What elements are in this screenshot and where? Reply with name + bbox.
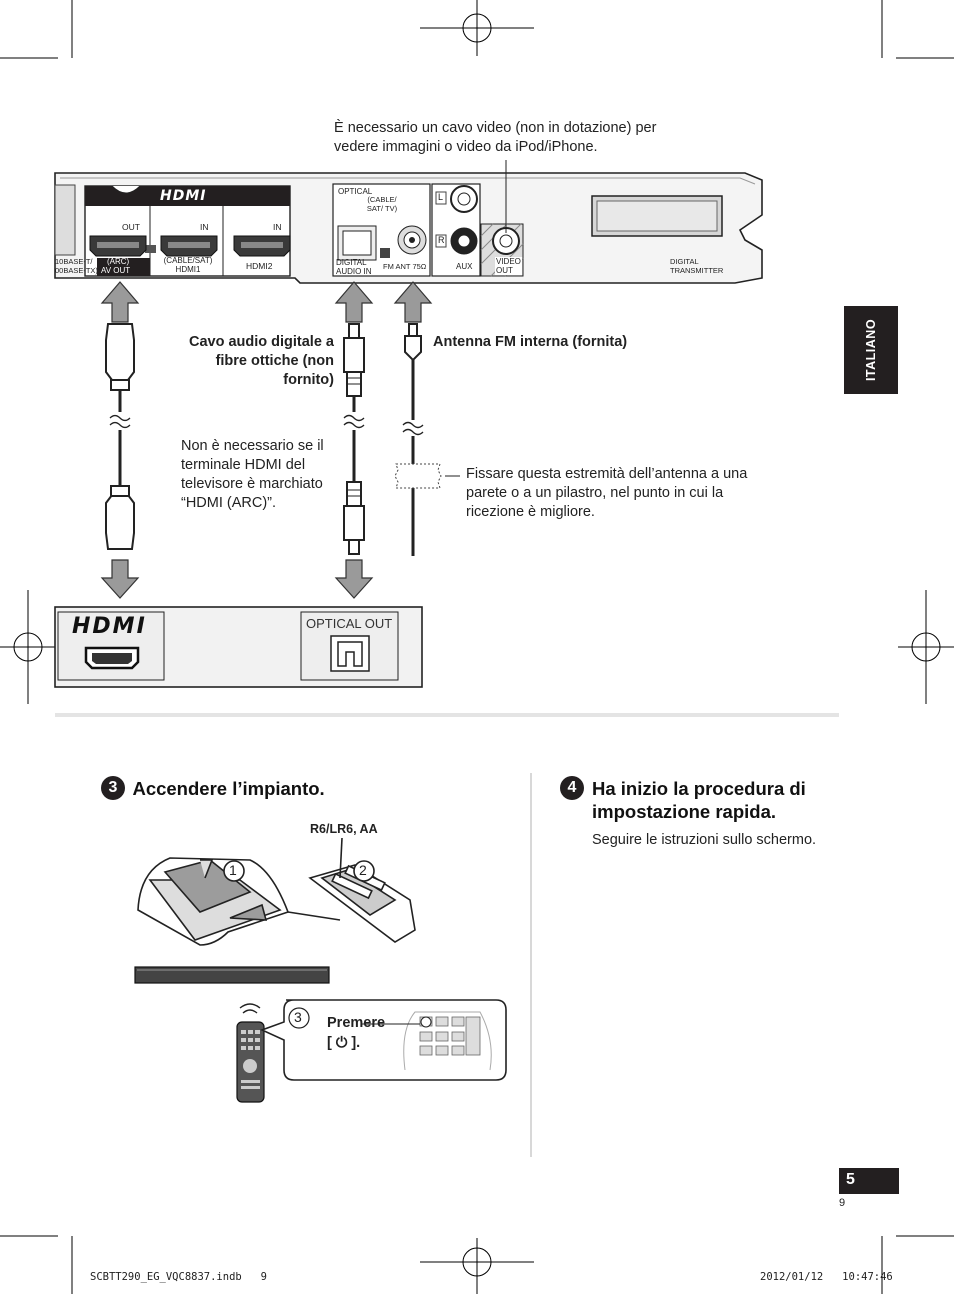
tv-hdmi-logo: HDMI — [72, 614, 147, 639]
antenna-fix-note: Fissare questa estremità dell’antenna a … — [466, 466, 748, 520]
circle-step-2: 2 — [359, 862, 367, 878]
arc-label: (ARC) AV OUT — [101, 257, 130, 275]
arc-line2: AV OUT — [101, 266, 131, 275]
video-out-line1: VIDEO — [496, 257, 521, 266]
hdmi-in1-label: IN — [200, 222, 209, 232]
aux-label: AUX — [456, 262, 473, 271]
cable-sat-label: (CABLE/SAT) HDMI1 — [160, 256, 216, 274]
digital-audio-in-label: DIGITAL AUDIO IN — [336, 258, 372, 276]
circle-step-1: 1 — [229, 862, 237, 878]
lan-line1: 10BASE-T/ — [55, 257, 93, 266]
digital-audio-in-line2: AUDIO IN — [336, 266, 372, 276]
page-number: 5 — [846, 1171, 855, 1188]
battery-label: R6/LR6, AA — [310, 822, 378, 836]
step3-number: 3 — [101, 776, 125, 800]
fm-ant-label: FM ANT 75Ω — [383, 262, 427, 271]
footer-datetime: 2012/01/12 10:47:46 — [760, 1271, 893, 1283]
optical-label: OPTICAL — [338, 187, 373, 196]
hdmi-out-label: OUT — [122, 222, 140, 232]
footer-file: SCBTT290_EG_VQC8837.indb 9 — [90, 1271, 268, 1283]
fm-antenna-note: Antenna FM interna (fornita) — [433, 334, 628, 350]
video-out-label: VIDEO OUT — [495, 257, 522, 275]
step4-title: Ha inizio la procedura di impostazione r… — [592, 778, 806, 822]
page-sub-number: 9 — [839, 1197, 846, 1209]
optical-cable-note: Cavo audio digitale a fibre ottiche (non… — [188, 334, 334, 388]
step4-number: 4 — [560, 776, 584, 800]
step3-heading: 3 Accendere l’impianto. — [101, 776, 325, 800]
arc-line1: (ARC) — [107, 257, 130, 266]
hdmi-arc-note: Non è necessario se il terminale HDMI de… — [181, 438, 324, 511]
language-tab: ITALIANO — [844, 306, 898, 394]
press-instruction: Premere [ ⏻ ]. — [327, 1013, 385, 1053]
hdmi2-label: HDMI2 — [246, 261, 273, 271]
digital-transmitter-line2: TRANSMITTER — [670, 266, 724, 275]
optical-sub-label: (CABLE/ SAT/ TV) — [366, 195, 398, 213]
lan-label: 10BASE-T/ 00BASE-TX) — [55, 257, 98, 275]
press-line2: [ ⏻ ]. — [327, 1035, 361, 1051]
cable-sat-line1: (CABLE/SAT) — [163, 256, 213, 265]
tv-optical-out-label: OPTICAL OUT — [306, 616, 393, 631]
lan-line2: 00BASE-TX) — [55, 266, 98, 275]
press-line1: Premere — [327, 1015, 386, 1031]
step4-number-wrap: 4 — [560, 776, 584, 800]
language-tab-label: ITALIANO — [864, 318, 878, 382]
digital-transmitter-label: DIGITAL TRANSMITTER — [670, 257, 723, 275]
video-out-line2: OUT — [496, 266, 513, 275]
cable-sat-line2: HDMI1 — [175, 265, 201, 274]
r-label: R — [438, 235, 445, 245]
video-cable-note: È necessario un cavo video (non in dotaz… — [334, 120, 657, 155]
digital-transmitter-line1: DIGITAL — [670, 257, 699, 266]
step4-body: Seguire le istruzioni sullo schermo. — [592, 832, 817, 848]
hdmi-in2-label: IN — [273, 222, 282, 232]
digital-audio-in-line1: DIGITAL — [336, 258, 367, 267]
page-number-box: 5 — [839, 1168, 899, 1194]
l-label: L — [438, 192, 444, 202]
hdmi-logo-panel: HDMI — [160, 188, 207, 204]
step3-title: Accendere l’impianto. — [132, 777, 325, 799]
circle-step-3: 3 — [294, 1009, 302, 1025]
